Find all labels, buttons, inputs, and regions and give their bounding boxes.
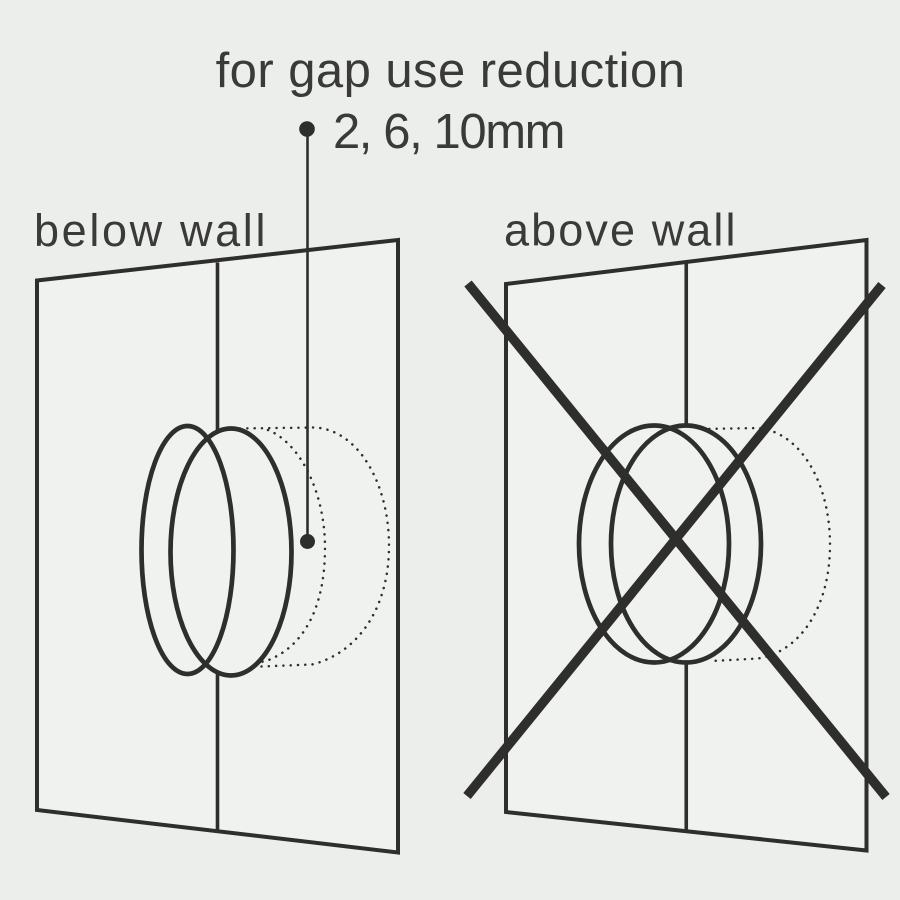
svg-text:2, 6, 10mm: 2, 6, 10mm bbox=[333, 105, 564, 159]
svg-text:for gap use reduction: for gap use reduction bbox=[216, 44, 686, 98]
svg-text:below wall: below wall bbox=[34, 205, 268, 256]
svg-text:above wall: above wall bbox=[504, 205, 738, 256]
